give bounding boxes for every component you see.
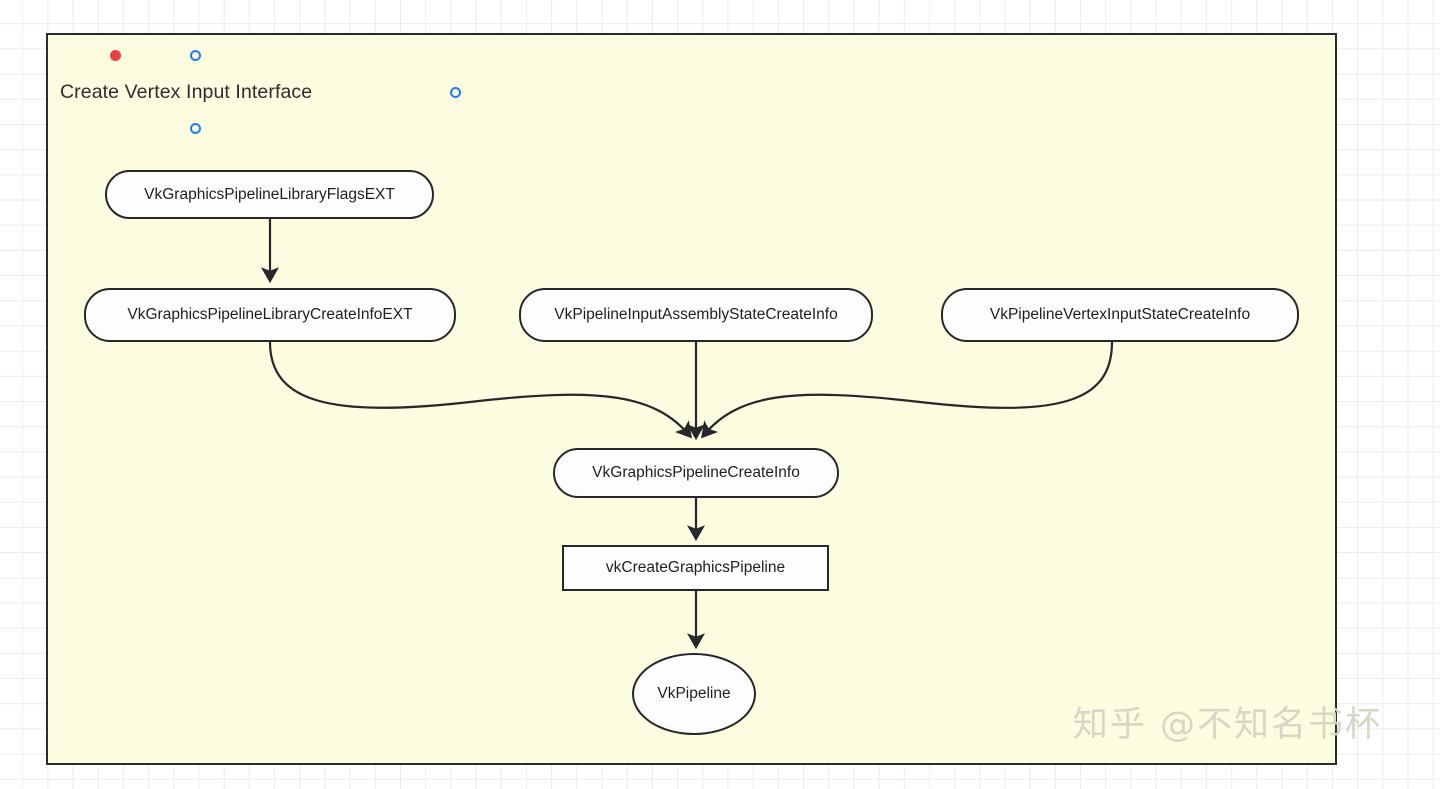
watermark: 知乎 @不知名书杯 xyxy=(1072,705,1382,745)
node-vk-create-graphics-pipeline[interactable]: vkCreateGraphicsPipeline xyxy=(562,545,829,591)
node-label: VkGraphicsPipelineLibraryCreateInfoEXT xyxy=(127,306,413,323)
handle-red[interactable] xyxy=(110,50,121,61)
node-label: VkGraphicsPipelineCreateInfo xyxy=(592,464,800,481)
handle-blue-2[interactable] xyxy=(450,87,461,98)
node-label: VkGraphicsPipelineLibraryFlagsEXT xyxy=(144,185,395,203)
node-label: VkPipeline xyxy=(657,685,731,702)
node-label: vkCreateGraphicsPipeline xyxy=(605,559,786,576)
handle-blue-3[interactable] xyxy=(190,123,201,134)
node-vk-graphics-pipeline-library-create-info-ext[interactable]: VkGraphicsPipelineLibraryCreateInfoEXT xyxy=(84,288,456,342)
node-vk-pipeline[interactable]: VkPipeline xyxy=(632,653,756,735)
node-vk-pipeline-input-assembly-state-create-info[interactable]: VkPipelineInputAssemblyStateCreateInfo xyxy=(519,288,873,342)
page-title: Create Vertex Input Interface xyxy=(60,81,313,103)
node-label: VkPipelineInputAssemblyStateCreateInfo xyxy=(554,306,838,323)
node-vk-graphics-pipeline-library-flags-ext[interactable]: VkGraphicsPipelineLibraryFlagsEXT xyxy=(105,170,434,219)
handle-blue-1[interactable] xyxy=(190,50,201,61)
node-label: VkPipelineVertexInputStateCreateInfo xyxy=(989,306,1251,323)
node-vk-graphics-pipeline-create-info[interactable]: VkGraphicsPipelineCreateInfo xyxy=(553,448,839,498)
node-vk-pipeline-vertex-input-state-create-info[interactable]: VkPipelineVertexInputStateCreateInfo xyxy=(941,288,1299,342)
